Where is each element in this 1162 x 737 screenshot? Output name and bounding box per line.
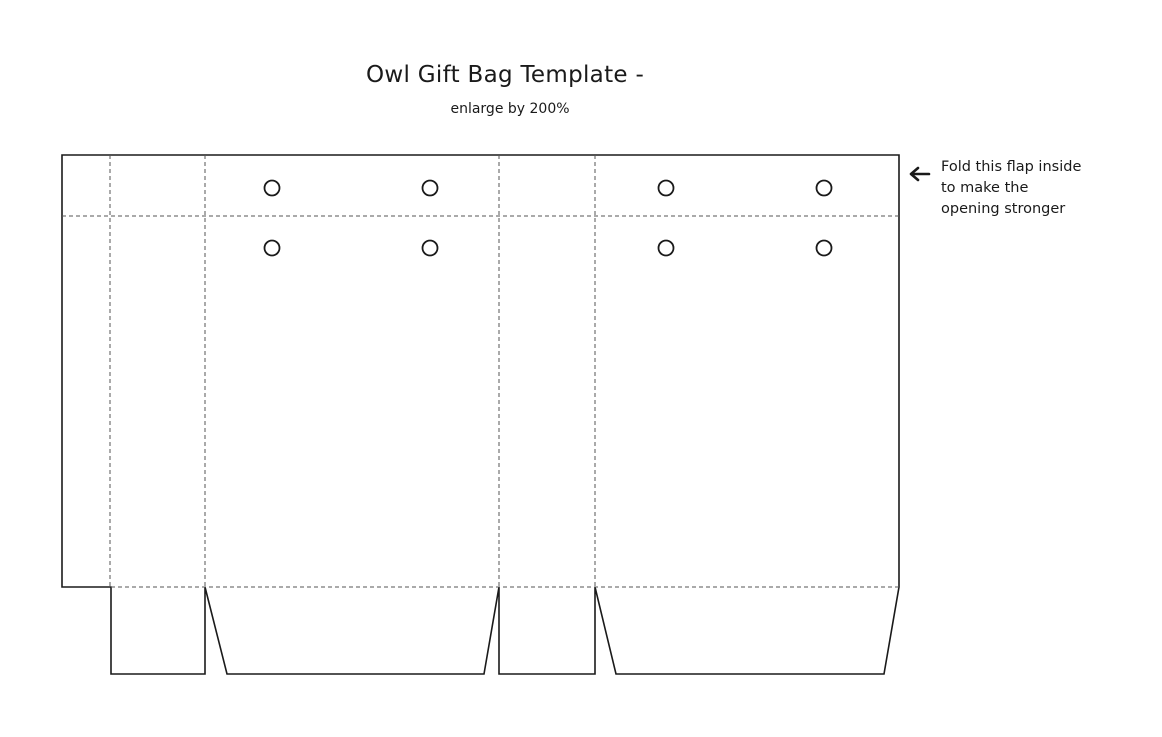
cut-lines [61, 154, 900, 675]
punch-hole [263, 179, 281, 197]
punch-hole [421, 239, 439, 257]
page-title: Owl Gift Bag Template - [365, 62, 645, 88]
fold-note-line-1: Fold this flap inside [941, 159, 1082, 175]
punch-hole [421, 179, 439, 197]
punch-hole [657, 179, 675, 197]
fold-flap-note: Fold this flap inside to make the openin… [941, 157, 1141, 220]
punch-hole [815, 179, 833, 197]
punch-holes [263, 179, 833, 257]
fold-lines [62, 155, 899, 588]
fold-note-line-3: opening stronger [941, 201, 1066, 217]
fold-note-line-2: to make the [941, 180, 1029, 196]
arrow-left-icon [909, 166, 931, 182]
page-subtitle: enlarge by 200% [450, 101, 570, 117]
punch-hole [263, 239, 281, 257]
outer-cut-outline [61, 154, 900, 675]
punch-hole [815, 239, 833, 257]
punch-hole [657, 239, 675, 257]
